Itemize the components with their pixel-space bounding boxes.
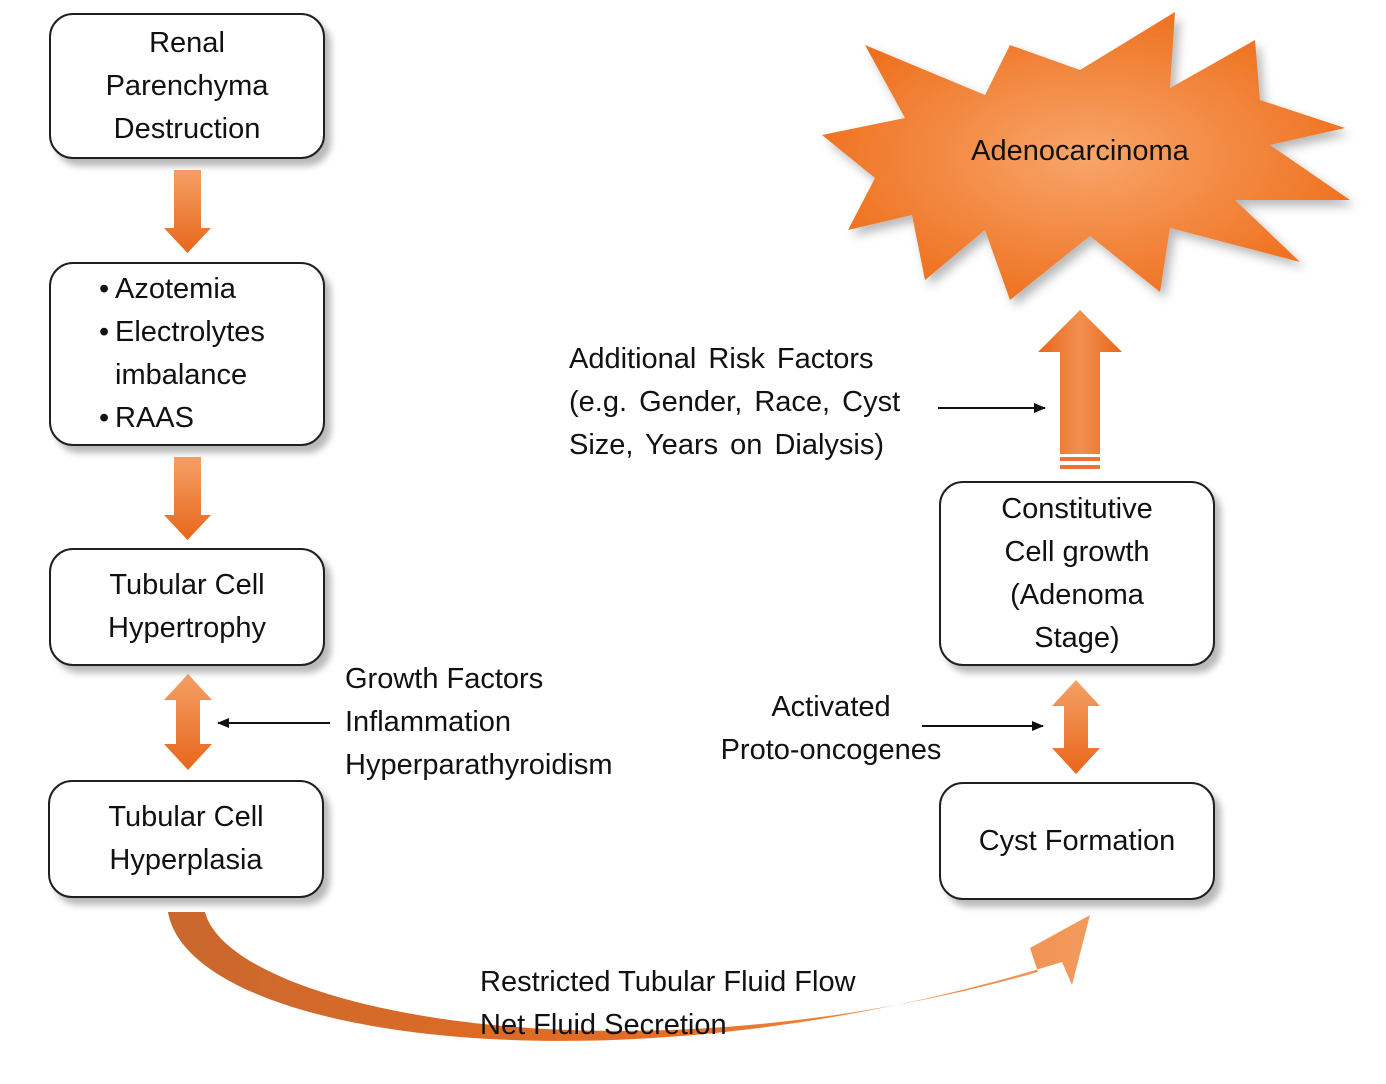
label-line: Net Fluid Secretion xyxy=(480,1009,727,1041)
label-line: Activated xyxy=(771,691,891,723)
hypertrophy-line: Hypertrophy xyxy=(108,612,266,644)
bullet-item: RAAS xyxy=(99,397,295,440)
hyperplasia-lines: Tubular Cell Hyperplasia xyxy=(108,796,263,882)
label-line: Inflammation xyxy=(345,706,512,738)
constitutive-lines: Constitutive Cell growth (Adenoma Stage) xyxy=(1001,488,1153,660)
hyperplasia-line: Tubular Cell xyxy=(108,801,264,833)
label-line: Size, Years on Dialysis) xyxy=(569,429,885,461)
tubular-hypertrophy-box: Tubular Cell Hypertrophy xyxy=(49,548,325,666)
arrow-down-1 xyxy=(164,170,211,253)
hyperplasia-line: Hyperplasia xyxy=(109,844,263,876)
bullet-item: Electrolytes imbalance xyxy=(99,311,295,397)
renal-line: Parenchyma xyxy=(105,69,269,102)
tubular-hyperplasia-box: Tubular Cell Hyperplasia xyxy=(48,780,324,898)
label-line: (e.g. Gender, Race, Cyst xyxy=(569,386,901,418)
renal-lines: Renal Parenchyma Destruction xyxy=(106,22,269,151)
renal-parenchyma-box: Renal Parenchyma Destruction xyxy=(49,13,325,159)
label-line: Additional Risk Factors xyxy=(569,343,874,375)
hypertrophy-line: Tubular Cell xyxy=(109,569,265,601)
azotemia-box: Azotemia Electrolytes imbalance RAAS xyxy=(49,262,325,446)
constitutive-line: Stage) xyxy=(1034,621,1120,654)
cyst-lines: Cyst Formation xyxy=(979,820,1176,863)
risk-factors-label: Additional Risk Factors (e.g. Gender, Ra… xyxy=(569,338,900,467)
label-line: Proto-oncogenes xyxy=(720,734,942,766)
constitutive-growth-box: Constitutive Cell growth (Adenoma Stage) xyxy=(939,481,1215,666)
label-line: Growth Factors xyxy=(345,663,544,695)
fluid-flow-label: Restricted Tubular Fluid Flow Net Fluid … xyxy=(480,961,856,1047)
label-line: Hyperparathyroidism xyxy=(345,749,613,781)
proto-oncogenes-label: Activated Proto-oncogenes xyxy=(700,686,962,772)
constitutive-line: (Adenoma xyxy=(1010,578,1144,611)
label-line: Restricted Tubular Fluid Flow xyxy=(480,966,856,998)
azotemia-list: Azotemia Electrolytes imbalance RAAS xyxy=(99,268,295,440)
renal-line: Renal xyxy=(149,26,225,59)
constitutive-line: Cell growth xyxy=(1004,535,1150,568)
adenocarcinoma-starburst xyxy=(822,12,1350,300)
double-arrow-cyst-constitutive xyxy=(1052,680,1100,774)
renal-line: Destruction xyxy=(113,112,261,145)
double-arrow-hypertrophy-hyperplasia xyxy=(164,674,212,770)
arrow-up-to-adenocarcinoma xyxy=(1038,310,1122,469)
bullet-item: Azotemia xyxy=(99,268,295,311)
hypertrophy-lines: Tubular Cell Hypertrophy xyxy=(108,564,266,650)
constitutive-line: Constitutive xyxy=(1001,492,1153,525)
arrow-down-2 xyxy=(164,457,211,540)
growth-factors-label: Growth Factors Inflammation Hyperparathy… xyxy=(345,658,613,787)
cyst-formation-box: Cyst Formation xyxy=(939,782,1215,900)
adenocarcinoma-label: Adenocarcinoma xyxy=(971,135,1189,167)
cyst-line: Cyst Formation xyxy=(978,824,1176,857)
